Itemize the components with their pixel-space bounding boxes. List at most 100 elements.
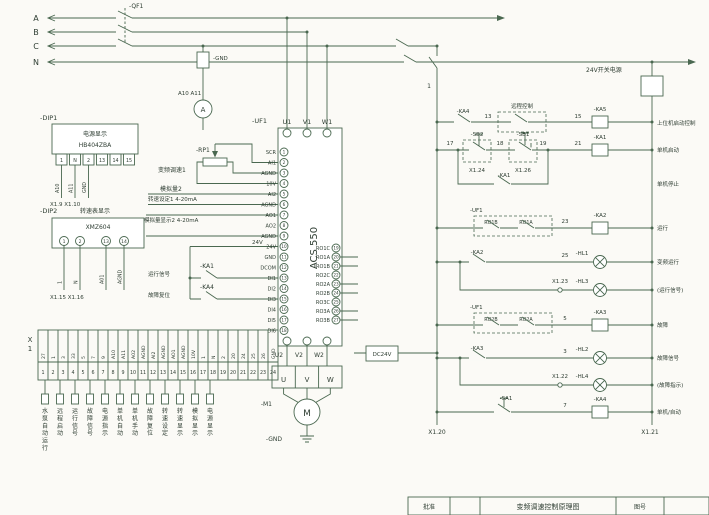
- phase-label: W: [327, 376, 334, 384]
- dip2-terminal-number: 14: [121, 239, 127, 245]
- title-block-frame: [407, 496, 709, 515]
- relay-coils: [591, 115, 609, 419]
- junction-dot: [435, 44, 439, 48]
- left-rail: [428, 46, 438, 425]
- dip1-terminal: [96, 153, 108, 166]
- drive-terminal-label: AO2: [266, 223, 276, 229]
- signal-label: 转速设定: [162, 407, 168, 437]
- drive-output-port: [282, 336, 292, 346]
- r1-ka4: -KA4: [457, 109, 470, 115]
- drive-terminal-number: 6: [283, 202, 286, 207]
- junction-dot: [201, 44, 205, 48]
- strip-terminal-number: 1: [41, 370, 44, 376]
- dip1-wire-label: A10: [55, 184, 61, 193]
- title-block: [407, 496, 709, 515]
- r6b-hl4: -HL4: [576, 374, 589, 380]
- drive-left-terminal: [279, 305, 289, 314]
- signal-fuse: [41, 393, 49, 405]
- strip-wire-label: A02: [131, 350, 137, 359]
- drive-terminal-label: DI1: [267, 276, 276, 282]
- dip1-xref: X1.9 X1.10: [50, 202, 81, 208]
- dip1-terminal-number: 15: [126, 158, 132, 164]
- contact-blade: [472, 141, 486, 151]
- amm-ref: A10 A11: [178, 91, 201, 97]
- strip-wire-label: 1: [51, 356, 57, 359]
- r1-13: 13: [485, 114, 492, 120]
- drive-terminal-label: DCOM: [260, 265, 276, 271]
- drive-right-terminal: [331, 261, 341, 271]
- strip-terminal-number: 5: [81, 370, 84, 376]
- contact-blade: [521, 316, 535, 326]
- drive-terminal-number: 20: [333, 255, 339, 260]
- junction-dot: [435, 226, 439, 230]
- signal-label: 故障信号: [87, 407, 93, 437]
- potentiometer-body: [202, 157, 228, 167]
- r6b-x122: X1.22: [552, 374, 568, 380]
- strip-wire-label: 27: [41, 353, 47, 359]
- drive-terminal-number: 2: [283, 160, 286, 165]
- signal-label: 单机自动: [117, 407, 123, 437]
- remote-contact-enclosure: [497, 111, 547, 133]
- terminal-x1-23: [557, 287, 563, 293]
- strip-wire-label: AGND: [141, 345, 147, 359]
- r1-cap: 上位机启动控制: [657, 119, 696, 127]
- wire1: 1: [427, 83, 431, 90]
- r6-3: 3: [563, 349, 567, 355]
- drive-terminal-number: 21: [333, 264, 339, 269]
- drive-output-port: [322, 336, 332, 346]
- drive-terminal-label: DI4: [267, 307, 276, 313]
- tb-no: 图号: [634, 504, 646, 511]
- dip2-terminal-number: 2: [79, 239, 82, 245]
- junction-dot: [650, 148, 654, 152]
- strip-terminal-number: 2: [51, 370, 54, 376]
- ka1: -KA1: [200, 263, 214, 270]
- drive-terminal-label: AI2: [268, 192, 276, 198]
- strip-terminal-number: 16: [190, 370, 196, 376]
- strip-wire-label: A10: [111, 350, 117, 359]
- drive-left-terminal: [279, 294, 289, 304]
- qf1: -QF1: [129, 3, 144, 10]
- junction-dot: [325, 44, 329, 48]
- drive-right-terminal: [331, 306, 341, 316]
- strip-wire-label: 7: [91, 356, 97, 359]
- r6-cap: 故障信号: [657, 354, 680, 362]
- dip2-wire-label: 1: [58, 281, 64, 284]
- strip-terminal-number: 15: [180, 370, 186, 376]
- cap-24v: 24V: [252, 240, 263, 246]
- drive-input-label: W1: [322, 118, 333, 126]
- drive-left-terminal: [279, 210, 289, 220]
- dip1-name: -DIP1: [40, 114, 57, 122]
- r2-21: 21: [575, 141, 582, 147]
- m1: -M1: [261, 401, 272, 408]
- contact-blade: [472, 253, 486, 263]
- current-transformer: [196, 51, 210, 69]
- r7-cap: 单机/自动: [657, 408, 681, 416]
- ammeter: [193, 99, 213, 119]
- junction-dot: [546, 148, 550, 152]
- drive-terminal-label: DI3: [267, 297, 276, 303]
- indicator-lamps: [557, 255, 607, 392]
- signal-fuse: [176, 393, 184, 405]
- junction-dot: [435, 120, 439, 124]
- contact-gap: [483, 322, 500, 328]
- drive-terminal-number: 19: [333, 246, 339, 251]
- dip2-terminal-number: 1: [63, 239, 66, 245]
- signal-label: 电源显示: [207, 407, 213, 437]
- drive-terminal-number: 7: [283, 213, 286, 218]
- cap-speedset: 转速设定1 4-20mA: [148, 195, 197, 203]
- contact-gap: [518, 322, 535, 328]
- dip1-terminal-number: 2: [87, 158, 90, 164]
- dip1-box: [51, 123, 139, 155]
- dip1-model: HB404ZBA: [79, 142, 112, 149]
- bus-n: N: [33, 58, 39, 67]
- drive-terminal-label: AGND: [261, 202, 276, 208]
- dip1-terminal: [69, 153, 81, 166]
- strip-wire-label: 10V: [191, 349, 197, 359]
- cap-di3: 故障复位: [148, 291, 171, 299]
- drive-terminal-label: RO3C: [316, 300, 331, 306]
- strip-terminal-number: 7: [101, 370, 104, 376]
- r2-17: 17: [447, 141, 454, 147]
- rungs: [437, 121, 652, 413]
- signal-fuse: [131, 393, 139, 405]
